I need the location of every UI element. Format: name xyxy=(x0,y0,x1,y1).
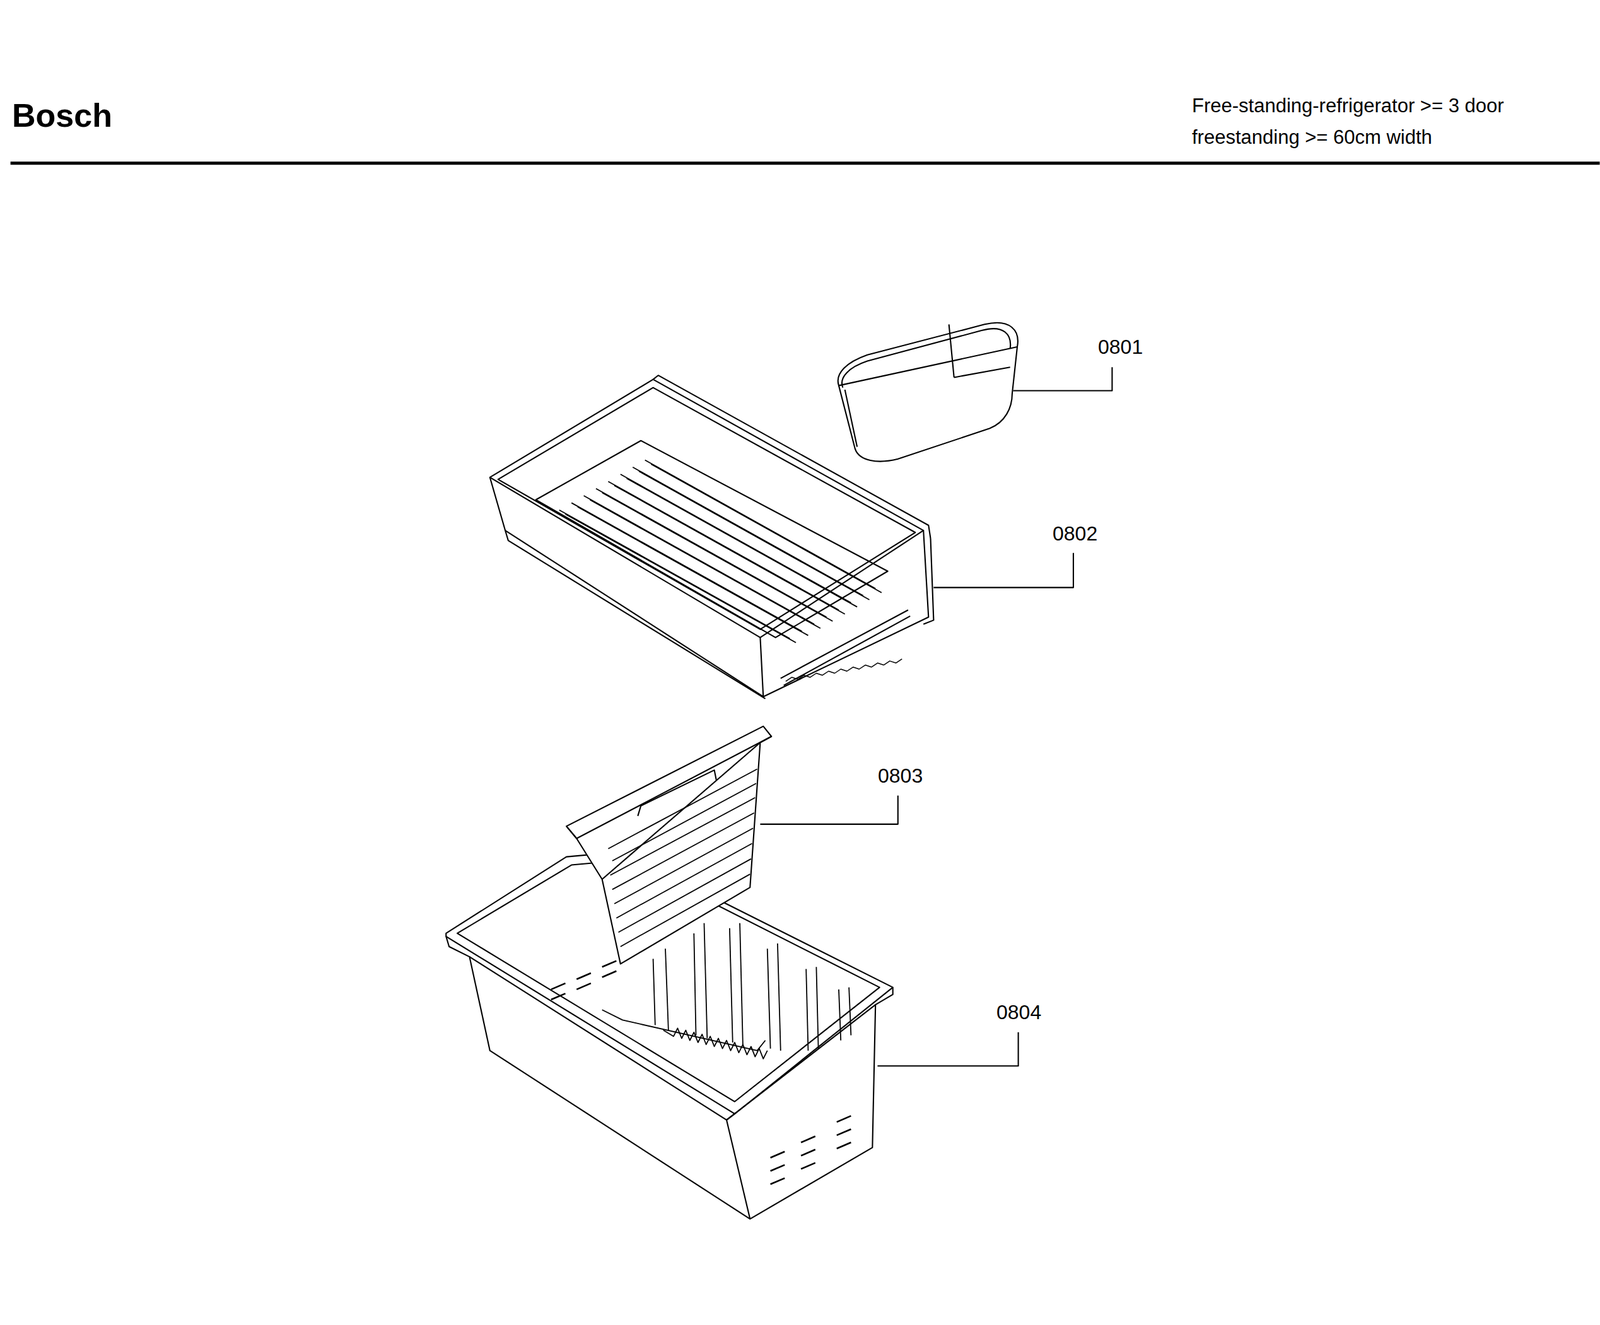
callout-number: 0801 xyxy=(1097,334,1143,359)
callout-number: 0803 xyxy=(877,763,923,788)
header-rule xyxy=(10,161,1600,165)
divider-part xyxy=(566,726,772,965)
brand-title: Bosch xyxy=(11,95,113,135)
cup-part xyxy=(838,322,1018,462)
leader-line xyxy=(933,553,1074,588)
callout-number: 0802 xyxy=(1052,521,1098,546)
model-description: Free-standing-refrigerator >= 3 door fre… xyxy=(1191,90,1583,153)
leader-line xyxy=(877,1032,1018,1066)
leader-line xyxy=(759,795,898,825)
leader-line xyxy=(1013,367,1113,391)
tray-part xyxy=(490,375,935,699)
callout-number: 0804 xyxy=(996,1000,1042,1025)
